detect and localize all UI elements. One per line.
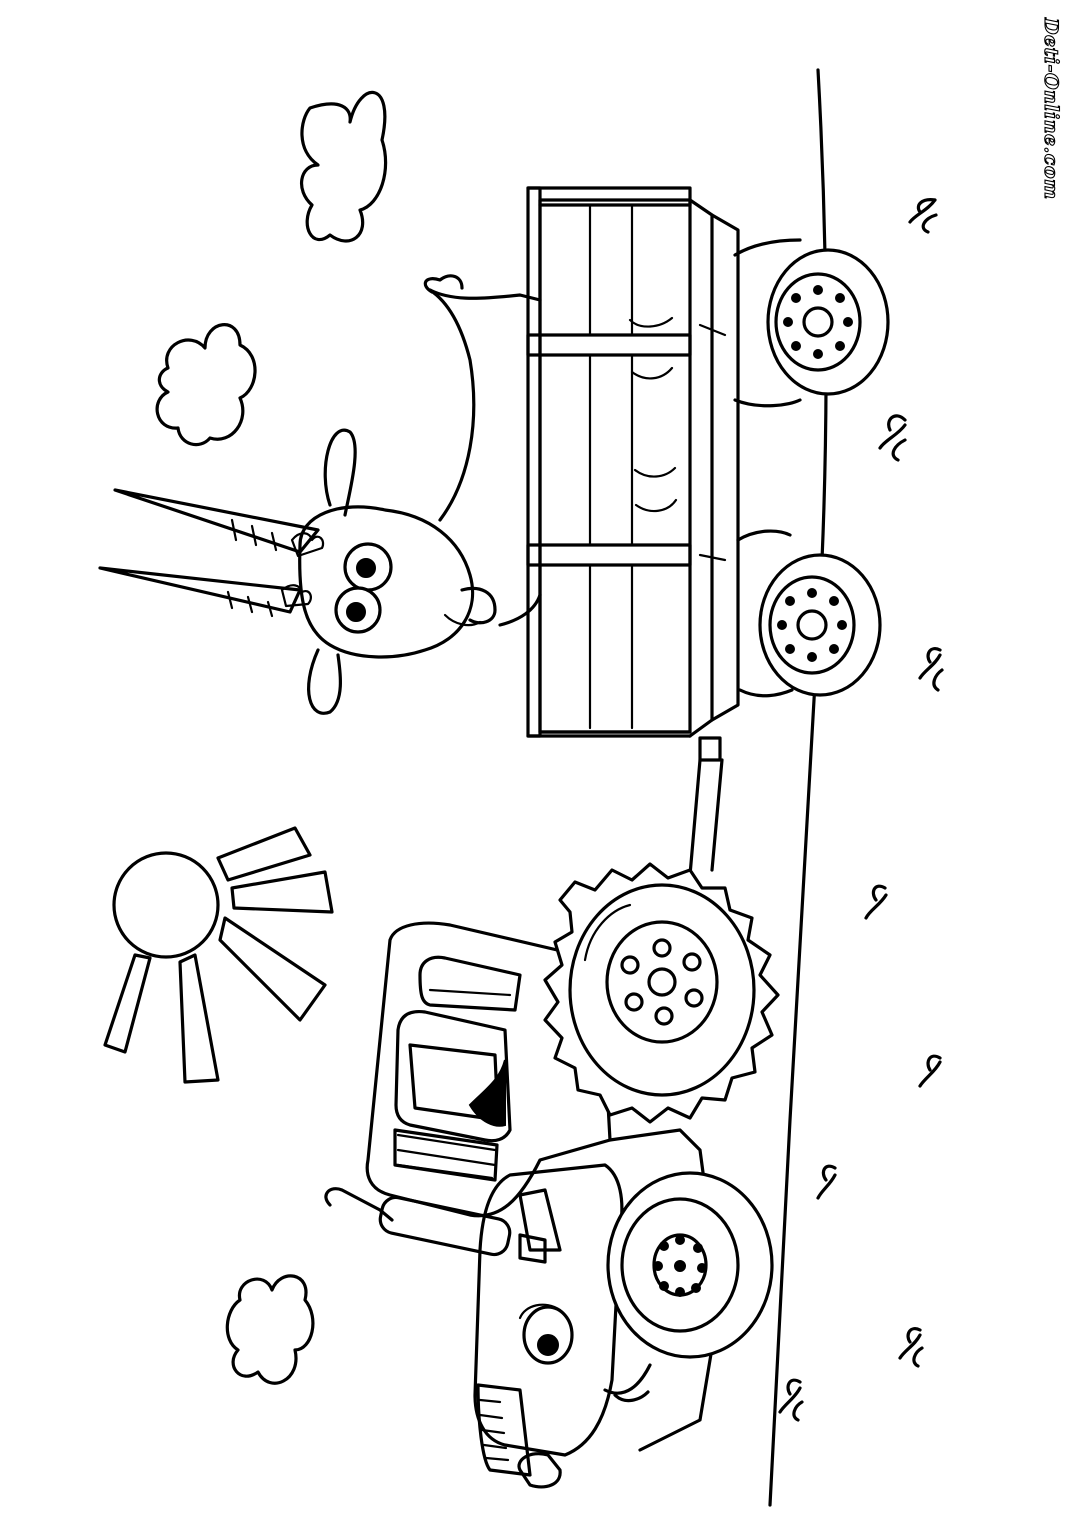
trailer-wheel-icon: [758, 553, 882, 697]
grass-tuft-icon: [878, 414, 907, 462]
watermark-logo: Deti-Online.com: [1039, 17, 1062, 200]
grass-tuft-icon: [908, 198, 938, 234]
cloud-icon: [155, 323, 257, 447]
grass-tuft-icon: [918, 1054, 942, 1088]
goat-icon: [98, 274, 678, 715]
trailer-wheel-icon: [766, 248, 890, 396]
front-wheel-icon: [606, 1171, 774, 1359]
grass-tuft-icon: [898, 1327, 924, 1368]
cloud-icon: [299, 91, 388, 243]
tractor-icon: [324, 921, 722, 1489]
rear-wheel-icon: [543, 862, 780, 1124]
grass-tuft-icon: [778, 1378, 804, 1422]
grass-tuft-icon: [816, 1164, 837, 1200]
grass-tuft-icon: [918, 647, 944, 692]
trailer-icon: [526, 186, 802, 877]
cloud-icon: [225, 1274, 315, 1385]
sun-icon: [103, 826, 334, 1084]
grass-tuft-icon: [864, 884, 888, 920]
